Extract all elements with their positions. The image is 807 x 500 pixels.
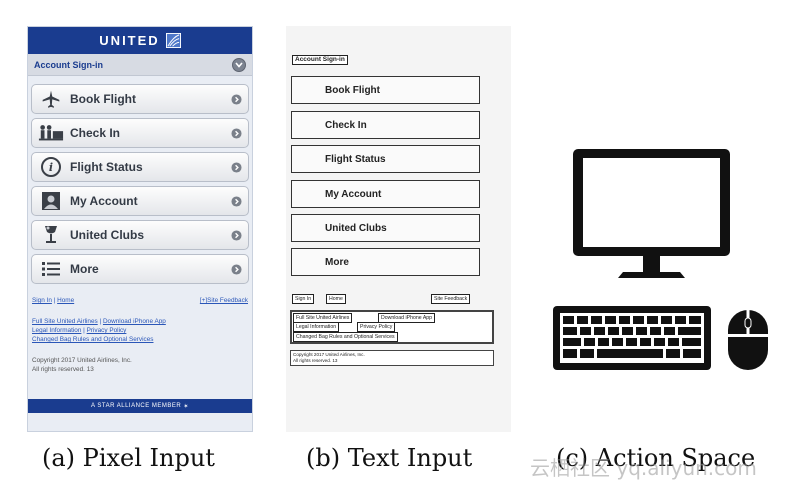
united-globe-icon [165, 33, 181, 48]
site-feedback-link[interactable]: [+]Site Feedback [199, 297, 248, 304]
text-button-united-clubs[interactable]: United Clubs [291, 214, 480, 242]
full-site-link[interactable]: Full Site United Airlines [32, 318, 98, 325]
privacy-policy-link[interactable]: Privacy Policy [86, 327, 127, 334]
mouse-icon [728, 310, 768, 370]
menu-item-more[interactable]: More [31, 254, 249, 284]
text-button-check-in[interactable]: Check In [291, 111, 480, 139]
menu-item-label: More [70, 262, 99, 276]
text-button-book-flight[interactable]: Book Flight [291, 76, 480, 104]
bag-rules-link[interactable]: Changed Bag Rules and Optional Services [32, 336, 154, 343]
svg-text:i: i [49, 161, 53, 174]
caption-text-input: (b) Text Input [306, 444, 473, 472]
text-home-box[interactable]: Home [326, 294, 346, 304]
account-signin-box[interactable]: Account Sign-in [292, 55, 348, 65]
menu-item-label: Flight Status [70, 160, 143, 174]
text-button-more[interactable]: More [291, 248, 480, 276]
chevron-right-icon [231, 229, 242, 241]
menu-item-check-in[interactable]: Check In [31, 118, 249, 148]
text-privacy-box[interactable]: Privacy Policy [357, 322, 396, 332]
action-space-illustration [548, 146, 773, 376]
chevron-right-icon [231, 127, 242, 139]
caption-action-space: (c) Action Space [556, 444, 756, 472]
main-menu: Book Flight Check In i Flight Status My … [28, 76, 252, 284]
list-icon [38, 258, 64, 280]
star-alliance-text: A STAR ALLIANCE MEMBER [91, 403, 182, 409]
action-space-graphic [553, 149, 768, 370]
menu-item-label: Check In [70, 126, 121, 140]
footer-left-links: Sign In | Home [32, 297, 75, 304]
star-alliance-banner: A STAR ALLIANCE MEMBER ✶ [28, 399, 252, 413]
text-iphone-app-box[interactable]: Download iPhone App [378, 313, 436, 323]
text-input-rendering: Account Sign-in Book Flight Check In Fli… [286, 26, 511, 432]
text-button-flight-status[interactable]: Flight Status [291, 145, 480, 173]
menu-item-flight-status[interactable]: i Flight Status [31, 152, 249, 182]
chevron-right-icon [231, 263, 242, 275]
page-footer: Sign In | Home [+]Site Feedback Full Sit… [32, 297, 248, 373]
check-in-icon [38, 122, 64, 144]
monitor-icon [573, 149, 730, 278]
chevron-right-icon [231, 93, 242, 105]
copyright-text: Copyright 2017 United Airlines, Inc. All… [32, 357, 132, 373]
menu-item-label: United Clubs [70, 228, 144, 242]
text-site-feedback-box[interactable]: Site Feedback [431, 294, 471, 304]
watermark: 云栖社区 yq.aliyun.com [530, 456, 757, 480]
united-logo-text: UNITED [99, 33, 160, 48]
account-signin-label: Account Sign-in [34, 59, 103, 70]
text-copyright-line-1: Copyright 2017 United Airlines, Inc. [293, 352, 365, 357]
menu-item-label: Book Flight [70, 92, 136, 106]
text-bag-rules-box[interactable]: Changed Bag Rules and Optional Services [293, 332, 398, 342]
sign-in-link[interactable]: Sign In [32, 297, 52, 304]
text-button-my-account[interactable]: My Account [291, 180, 480, 208]
united-header: UNITED [28, 27, 252, 54]
chevron-right-icon [231, 161, 242, 173]
home-link[interactable]: Home [57, 297, 75, 304]
account-signin-bar[interactable]: Account Sign-in [28, 54, 252, 76]
iphone-app-link[interactable]: Download iPhone App [102, 318, 166, 325]
text-legal-box[interactable]: Legal Information [293, 322, 340, 332]
text-copyright-line-2: All rights reserved. 13 [293, 357, 338, 363]
menu-item-book-flight[interactable]: Book Flight [31, 84, 249, 114]
caption-pixel-input: (a) Pixel Input [42, 444, 215, 472]
airplane-icon [38, 88, 64, 110]
menu-item-label: My Account [70, 194, 138, 208]
menu-item-my-account[interactable]: My Account [31, 186, 249, 216]
legal-info-link[interactable]: Legal Information [32, 327, 82, 334]
star-icon: ✶ [181, 403, 189, 410]
text-copyright-box: Copyright 2017 United Airlines, Inc. All… [290, 350, 494, 366]
club-icon [38, 224, 64, 246]
menu-item-united-clubs[interactable]: United Clubs [31, 220, 249, 250]
flight-status-icon: i [38, 156, 64, 178]
chevron-right-icon [231, 195, 242, 207]
chevron-down-icon[interactable] [232, 57, 246, 72]
account-icon [38, 190, 64, 212]
text-sign-in-box[interactable]: Sign In [292, 294, 315, 304]
keyboard-icon [553, 306, 711, 370]
pixel-input-screenshot: UNITED Account Sign-in Book Flight Check… [27, 26, 253, 432]
